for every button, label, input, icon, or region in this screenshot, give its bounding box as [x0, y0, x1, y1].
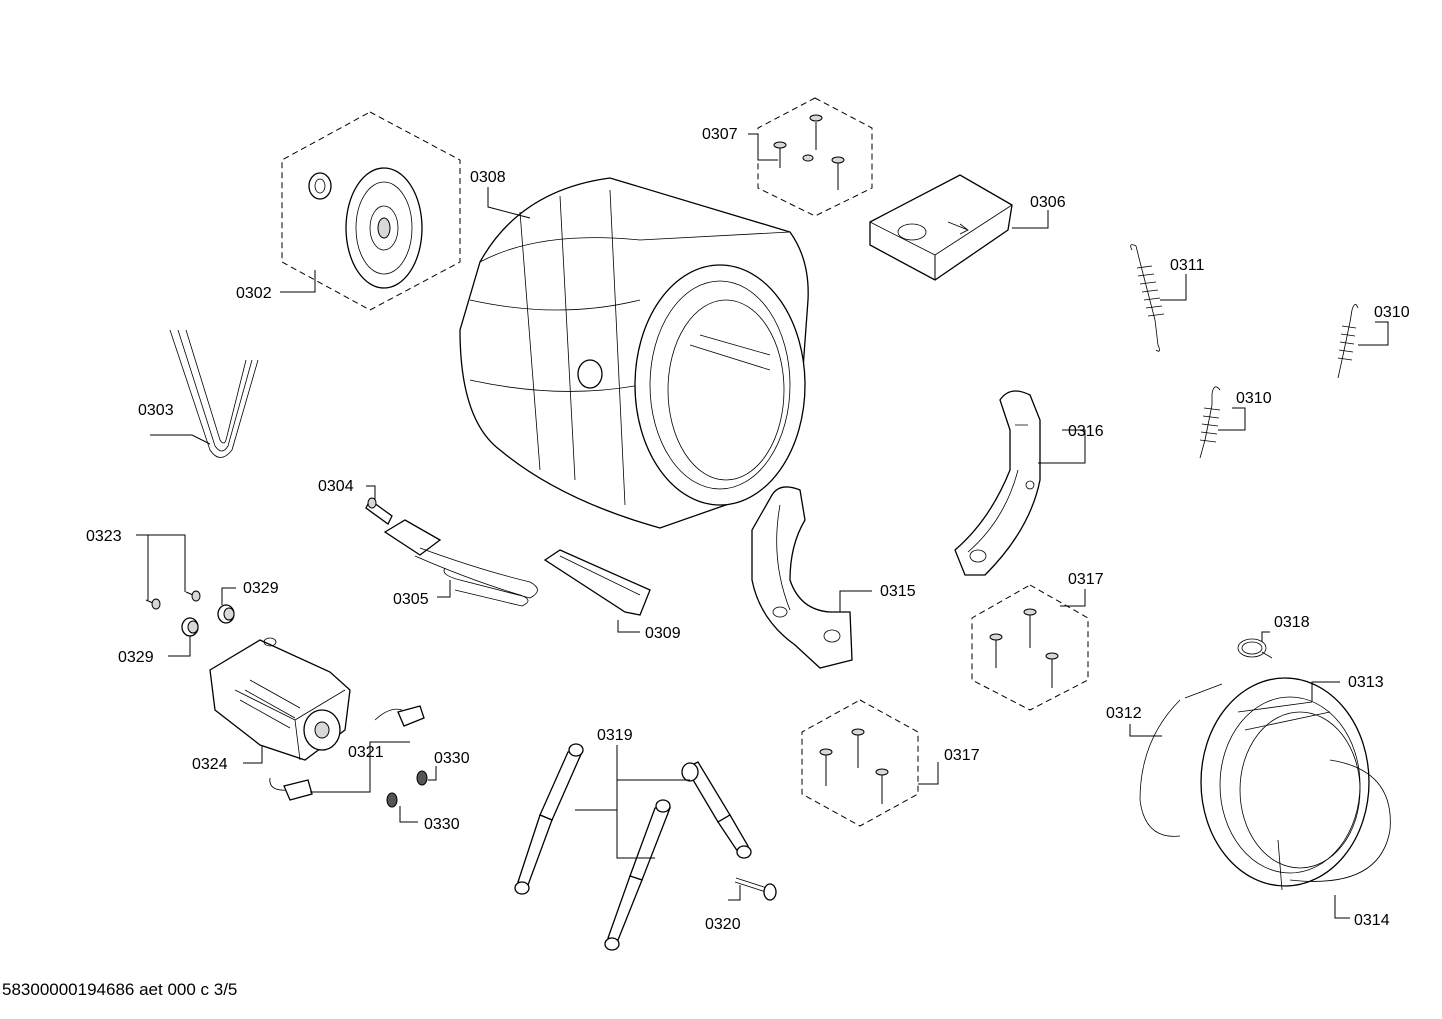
- label-0303: 0303: [138, 402, 174, 419]
- part-0321-cables: [269, 705, 425, 801]
- part-0319-shock-absorbers: [514, 743, 752, 951]
- part-0310-spring-left: [1199, 386, 1221, 459]
- label-0320: 0320: [705, 916, 741, 933]
- part-0317-screws-lower: [801, 699, 919, 827]
- label-0306: 0306: [1030, 194, 1066, 211]
- label-0312: 0312: [1106, 705, 1142, 722]
- part-0316-bracket: [954, 390, 1041, 576]
- label-0323: 0323: [86, 528, 122, 545]
- label-0330-lower: 0330: [424, 816, 460, 833]
- part-0315-bracket: [751, 486, 853, 669]
- label-0307: 0307: [702, 126, 738, 143]
- part-0306-block: [869, 174, 1013, 281]
- part-0302-pulley: [281, 111, 461, 311]
- part-0303-belt: [169, 329, 259, 458]
- label-0321: 0321: [348, 744, 384, 761]
- label-0310-right: 0310: [1374, 304, 1410, 321]
- part-0314-gasket-right: [1277, 759, 1391, 891]
- part-0329-feet: [181, 604, 235, 637]
- label-0309: 0309: [645, 625, 681, 642]
- part-labels: 0302 0303 0304 0305 0306 0307 0308 0309 …: [86, 126, 1410, 933]
- document-code: 58300000194686 aet 000 c 3/5: [2, 980, 238, 999]
- label-0311: 0311: [1170, 257, 1205, 274]
- label-0310-left: 0310: [1236, 390, 1272, 407]
- part-0318-clamp: [1237, 638, 1273, 659]
- part-0307-screws: [757, 97, 873, 217]
- part-0320-bolt: [734, 877, 777, 901]
- label-0319: 0319: [597, 727, 633, 744]
- leader-lines: [136, 133, 1389, 919]
- label-0313: 0313: [1348, 674, 1384, 691]
- part-0312-gasket-left: [1139, 683, 1223, 837]
- part-0317-screws-upper: [971, 584, 1089, 711]
- part-0310-spring-right: [1337, 304, 1359, 379]
- label-0308: 0308: [470, 169, 506, 186]
- label-0304: 0304: [318, 478, 354, 495]
- label-0329-upper: 0329: [243, 580, 279, 597]
- label-0302: 0302: [236, 285, 272, 302]
- label-0317-upper: 0317: [1068, 571, 1104, 588]
- label-0318: 0318: [1274, 614, 1310, 631]
- part-0323-screws: [145, 590, 201, 610]
- label-0314: 0314: [1354, 912, 1390, 929]
- label-0305: 0305: [393, 591, 429, 608]
- label-0315: 0315: [880, 583, 916, 600]
- label-0316: 0316: [1068, 423, 1104, 440]
- part-0308-tub: [459, 177, 809, 529]
- label-0324: 0324: [192, 756, 228, 773]
- part-0305-heater: [383, 519, 538, 607]
- label-0330-upper: 0330: [434, 750, 470, 767]
- part-0311-spring: [1130, 244, 1165, 352]
- part-0309-lifter: [543, 549, 651, 616]
- part-0304-sensor: [365, 497, 393, 525]
- label-0329-lower: 0329: [118, 649, 154, 666]
- label-0317-lower: 0317: [944, 747, 980, 764]
- part-0324-motor: [209, 637, 351, 761]
- part-0313-door-ring: [1200, 677, 1370, 887]
- part-0330-fasteners: [386, 770, 428, 808]
